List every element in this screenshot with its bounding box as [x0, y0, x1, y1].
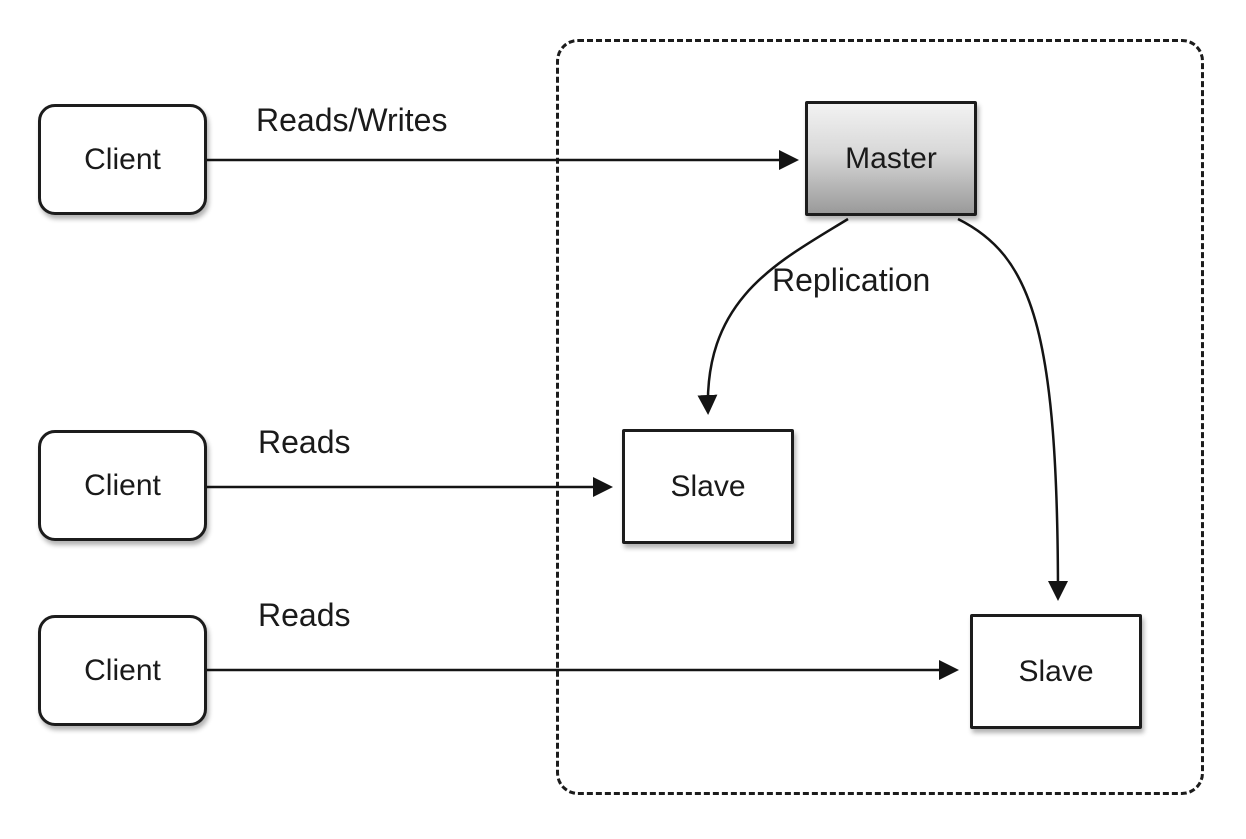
- slave-node-1: Slave: [622, 429, 794, 544]
- client-node-3-label: Client: [84, 653, 161, 687]
- reads-edge-label-1: Reads: [258, 424, 351, 460]
- slave-node-1-label: Slave: [670, 469, 746, 503]
- reads-writes-edge-label: Reads/Writes: [256, 102, 448, 138]
- slave-node-2: Slave: [970, 614, 1142, 729]
- client-node-1-label: Client: [84, 142, 161, 176]
- client-node-3: Client: [38, 615, 207, 726]
- master-node: Master: [805, 101, 977, 216]
- master-node-label: Master: [845, 141, 937, 175]
- replication-edge-label: Replication: [772, 262, 931, 298]
- slave-node-2-label: Slave: [1018, 654, 1094, 688]
- client-node-2: Client: [38, 430, 207, 541]
- reads-edge-label-2: Reads: [258, 597, 351, 633]
- database-cluster-boundary: [556, 39, 1204, 795]
- client-node-1: Client: [38, 104, 207, 215]
- client-node-2-label: Client: [84, 468, 161, 502]
